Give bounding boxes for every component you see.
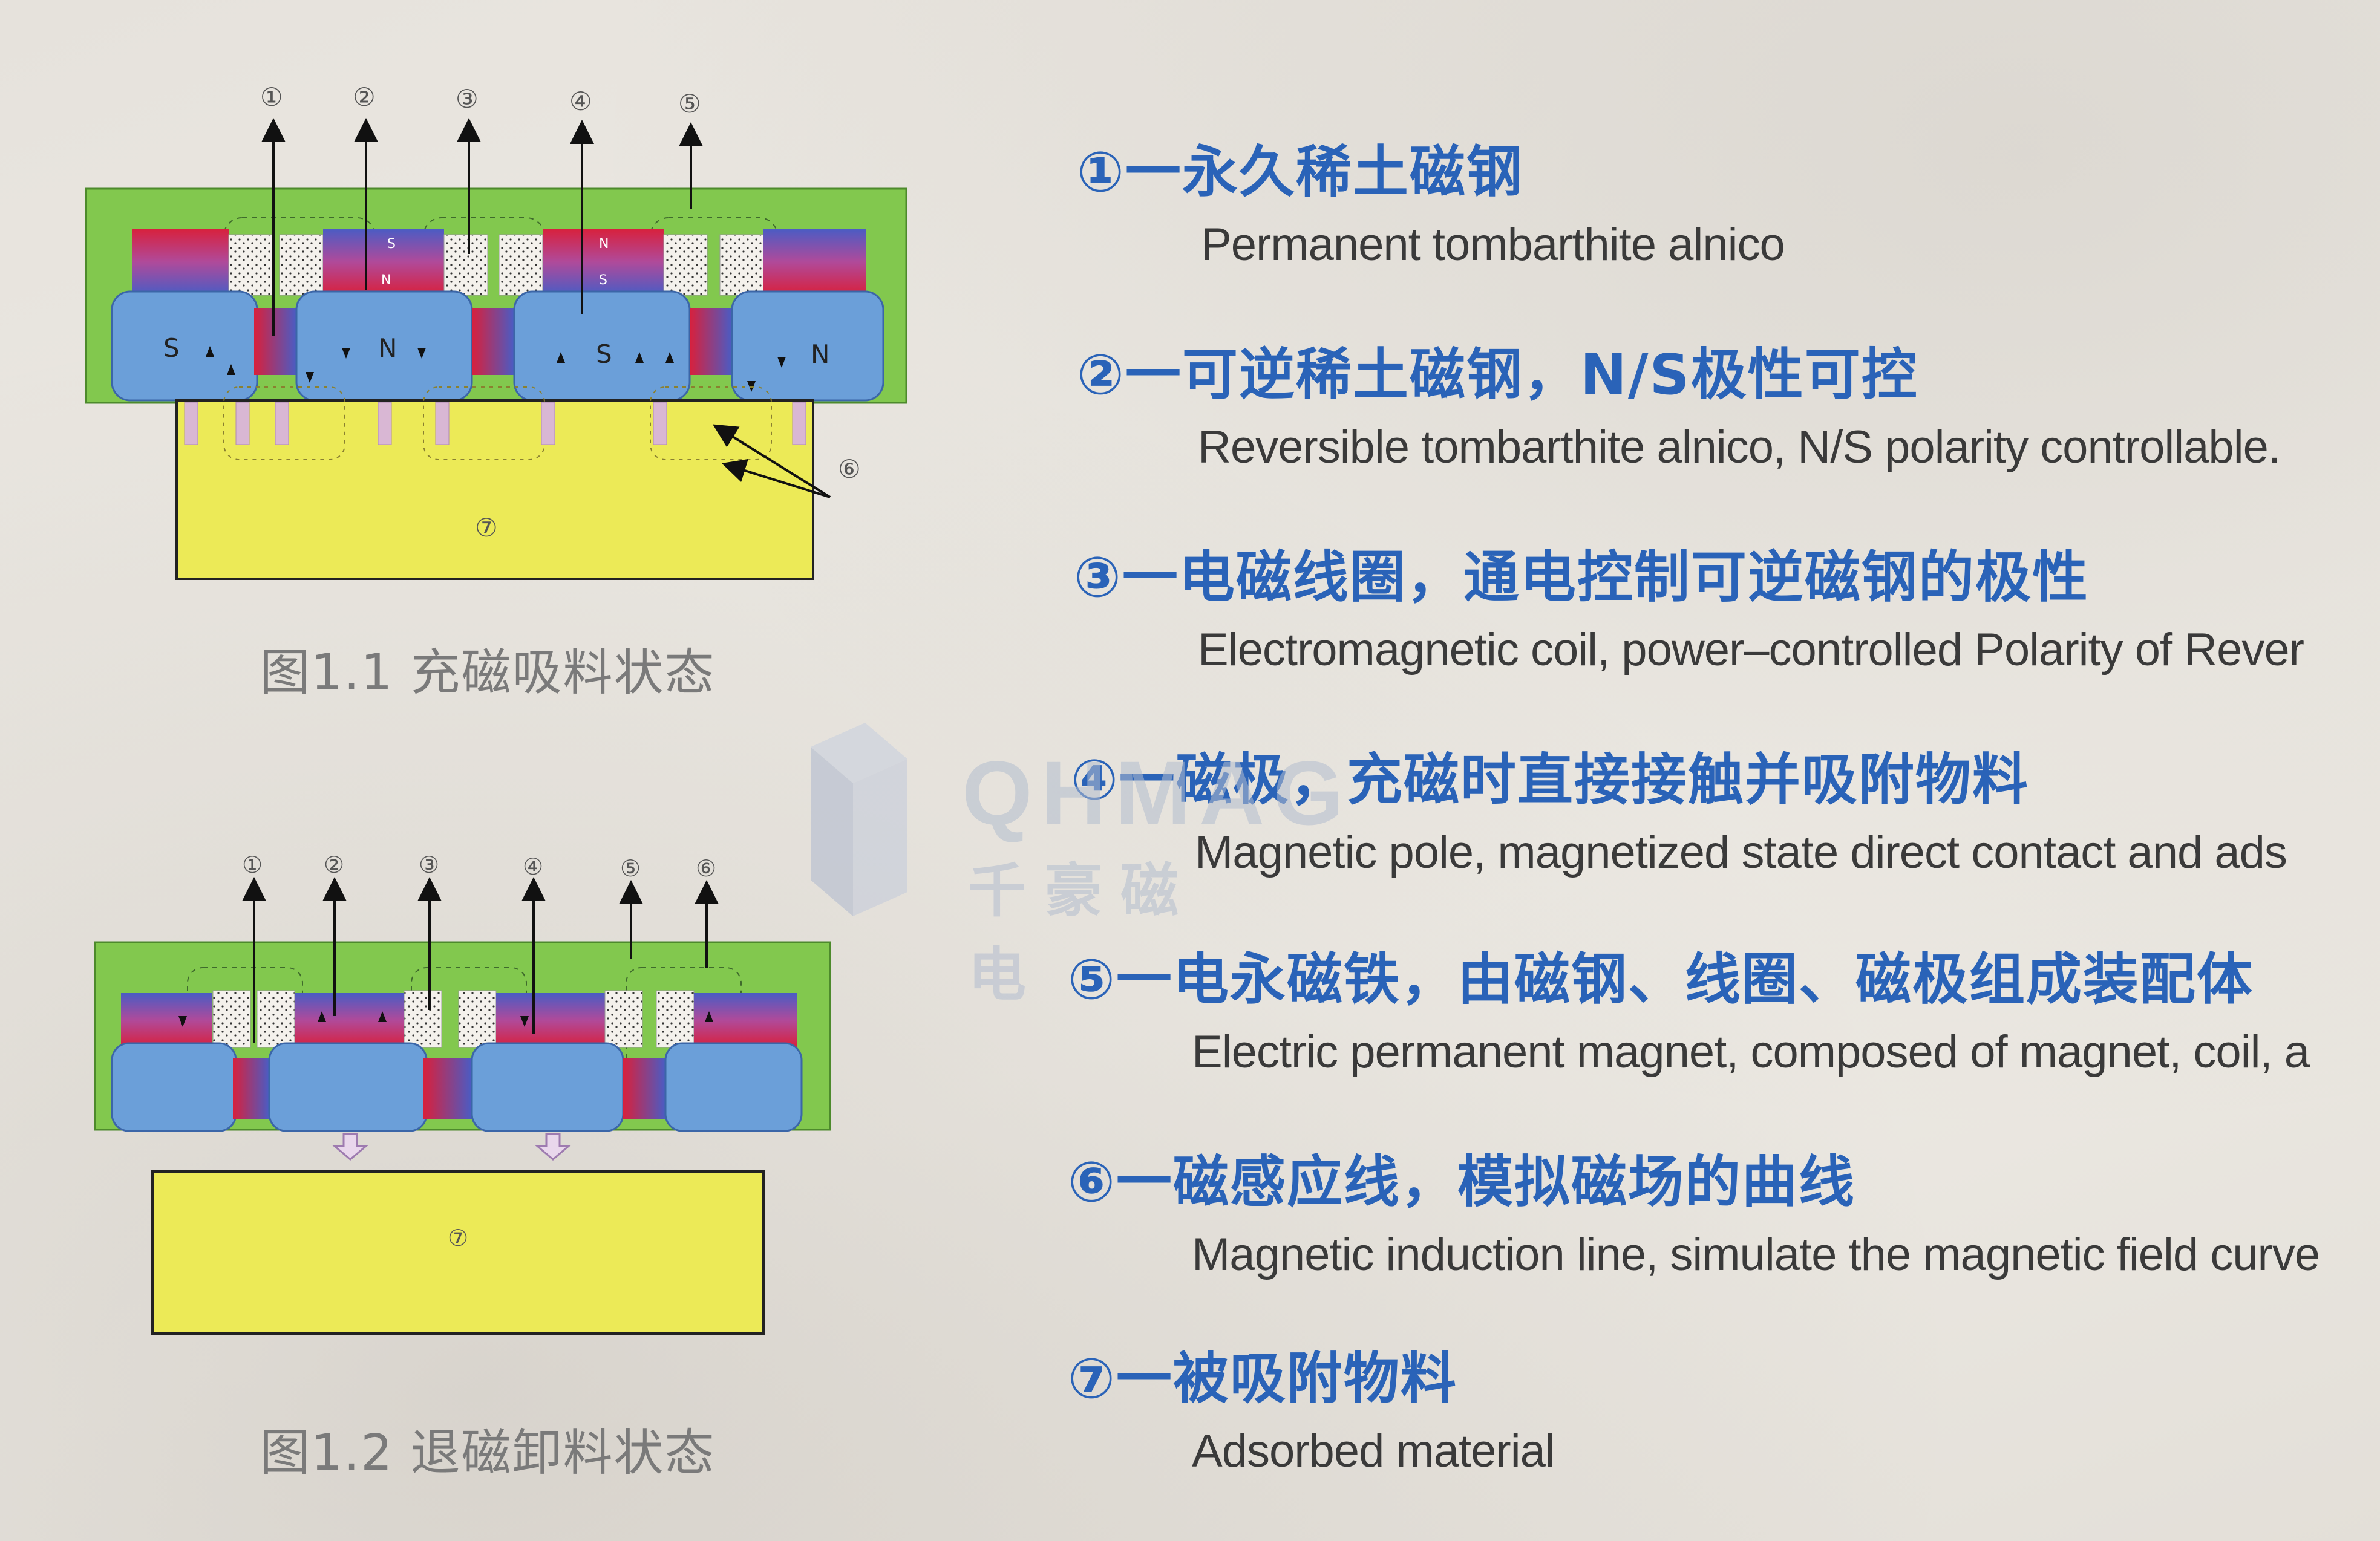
- legend-cn-text: 一电磁线圈，通电控制可逆磁钢的极性: [1122, 545, 2089, 610]
- callout-5: ⑤: [620, 855, 641, 882]
- flux-arrows: [178, 1011, 713, 1027]
- callout-leaders: [261, 118, 703, 336]
- legend-num: ④: [1071, 748, 1119, 812]
- legend-cn-text: 一被吸附物料: [1116, 1346, 1457, 1411]
- coil-5: [604, 990, 643, 1048]
- coil-6: [719, 234, 764, 296]
- magnet-side-2: [472, 308, 514, 375]
- flux-arrows: [206, 346, 786, 392]
- qhmag-watermark: QHMAG 千豪磁电: [799, 723, 1344, 1009]
- watermark-cn: 千豪磁电: [968, 857, 1197, 1009]
- coil-1: [228, 234, 273, 296]
- legend-cn-text: 一永久稀土磁钢: [1125, 140, 1523, 204]
- coil-4: [499, 234, 543, 296]
- legend-item-7: ⑦一被吸附物料 Adsorbed material: [1068, 1334, 1555, 1477]
- legend-cn-text: 一磁极，充磁时直接接触并吸附物料: [1119, 748, 2029, 812]
- release-arrows: [332, 1133, 572, 1161]
- callout-7: ⑦: [475, 513, 498, 542]
- figure-1-1-caption: 图1.1 充磁吸料状态: [260, 644, 716, 702]
- legend-num: ②: [1077, 342, 1125, 407]
- magnet-reversible-2: [543, 229, 664, 295]
- pole-label-2: N: [378, 333, 397, 363]
- figure-1-1-svg: S N N S S N S N: [85, 82, 907, 580]
- legend-cn-text: 一磁感应线，模拟磁场的曲线: [1116, 1150, 1855, 1214]
- magnet-reversible-1: [295, 993, 404, 1047]
- callout-3: ③: [419, 852, 439, 878]
- callout-1: ①: [260, 82, 283, 112]
- pole-4: [664, 1042, 803, 1132]
- coil-5: [663, 234, 708, 296]
- magnet-side-1: [233, 1058, 269, 1119]
- pole-label-1: S: [163, 333, 180, 363]
- pole-teeth: [184, 402, 806, 445]
- legend-en-text: Permanent tombarthite alnico: [1201, 219, 1785, 270]
- legend-en-text: Electromagnetic coil, power–controlled P…: [1198, 624, 2304, 676]
- legend-en-text: Magnetic induction line, simulate the ma…: [1192, 1229, 2320, 1280]
- legend-item-4: ④一磁极，充磁时直接接触并吸附物料 Magnetic pole, magneti…: [1071, 735, 2287, 879]
- magnet-side-1: [254, 308, 296, 375]
- callout-6: ⑥: [696, 855, 716, 882]
- callout-1: ①: [242, 852, 263, 878]
- callout-4: ④: [523, 853, 543, 880]
- magnet-permanent-1: [132, 229, 229, 295]
- pole-label-4: N: [811, 339, 829, 369]
- coil-3: [443, 234, 488, 296]
- coil-1: [212, 990, 251, 1048]
- figure-1-2-caption: 图1.2 退磁卸料状态: [260, 1424, 716, 1482]
- coil-4: [458, 990, 497, 1048]
- callout-leaders: [242, 877, 719, 1043]
- legend-en-text: Electric permanent magnet, composed of m…: [1192, 1026, 2310, 1078]
- legend-item-5: ⑤一电永磁铁，由磁钢、线圈、磁极组成装配体 Electric permanent…: [1068, 934, 2310, 1078]
- magnet-side-3: [623, 1058, 665, 1119]
- legend-num: ⑤: [1068, 947, 1116, 1012]
- figure-1-2-demagnetized: ① ② ③ ④ ⑤ ⑥ ⑦: [0, 835, 1028, 1379]
- legend-num: ①: [1077, 140, 1125, 204]
- figure-1-1-magnetized: S N N S S N S N: [0, 0, 1028, 726]
- legend-en-text: Reversible tombarthite alnico, N/S polar…: [1198, 422, 2281, 473]
- callout-2: ②: [353, 82, 376, 112]
- callout-6-leaders: [713, 424, 831, 498]
- svg-text:S: S: [387, 236, 396, 252]
- legend-item-3: ③一电磁线圈，通电控制可逆磁钢的极性 Electromagnetic coil,…: [1074, 532, 2304, 676]
- legend-en-text: Adsorbed material: [1192, 1425, 1555, 1477]
- figure-1-2-svg: ① ② ③ ④ ⑤ ⑥ ⑦: [94, 852, 831, 1335]
- magnet-permanent-2: [763, 229, 866, 295]
- svg-text:N: N: [599, 236, 609, 252]
- callout-4: ④: [569, 86, 592, 116]
- legend-cn-text: 一可逆稀土磁钢，N/S极性可控: [1125, 342, 1918, 407]
- workpiece: [151, 1170, 765, 1335]
- legend-cn-text: 一电永磁铁，由磁钢、线圈、磁极组成装配体: [1116, 947, 2254, 1012]
- svg-text:S: S: [599, 273, 607, 288]
- callout-3: ③: [456, 84, 479, 114]
- callout-5: ⑤: [678, 89, 701, 119]
- callout-7: ⑦: [448, 1225, 468, 1251]
- watermark-brand: QHMAG: [962, 742, 1352, 844]
- legend-item-2: ②一可逆稀土磁钢，N/S极性可控 Reversible tombarthite …: [1077, 330, 2281, 474]
- magnet-reversible-1: [323, 229, 444, 295]
- legend-item-6: ⑥一磁感应线，模拟磁场的曲线 Magnetic induction line, …: [1068, 1137, 2320, 1281]
- pole-label-3: S: [596, 339, 612, 369]
- coil-3: [404, 990, 442, 1048]
- magnet-permanent-1: [121, 993, 212, 1047]
- magnet-side-3: [690, 308, 732, 375]
- magnet-reversible-2: [496, 993, 605, 1047]
- legend-num: ⑥: [1068, 1150, 1116, 1214]
- svg-text:N: N: [381, 273, 391, 288]
- legend-item-1: ①一永久稀土磁钢 Permanent tombarthite alnico: [1077, 127, 1785, 271]
- legend-num: ③: [1074, 545, 1122, 610]
- coil-2: [257, 990, 295, 1048]
- coil-6: [656, 990, 695, 1048]
- legend-en-text: Magnetic pole, magnetized state direct c…: [1195, 827, 2287, 878]
- watermark-cube-icon: [811, 723, 907, 916]
- callout-6: ⑥: [838, 454, 861, 484]
- magnet-side-2: [423, 1058, 472, 1119]
- legend-num: ⑦: [1068, 1346, 1116, 1411]
- callout-2: ②: [324, 852, 344, 878]
